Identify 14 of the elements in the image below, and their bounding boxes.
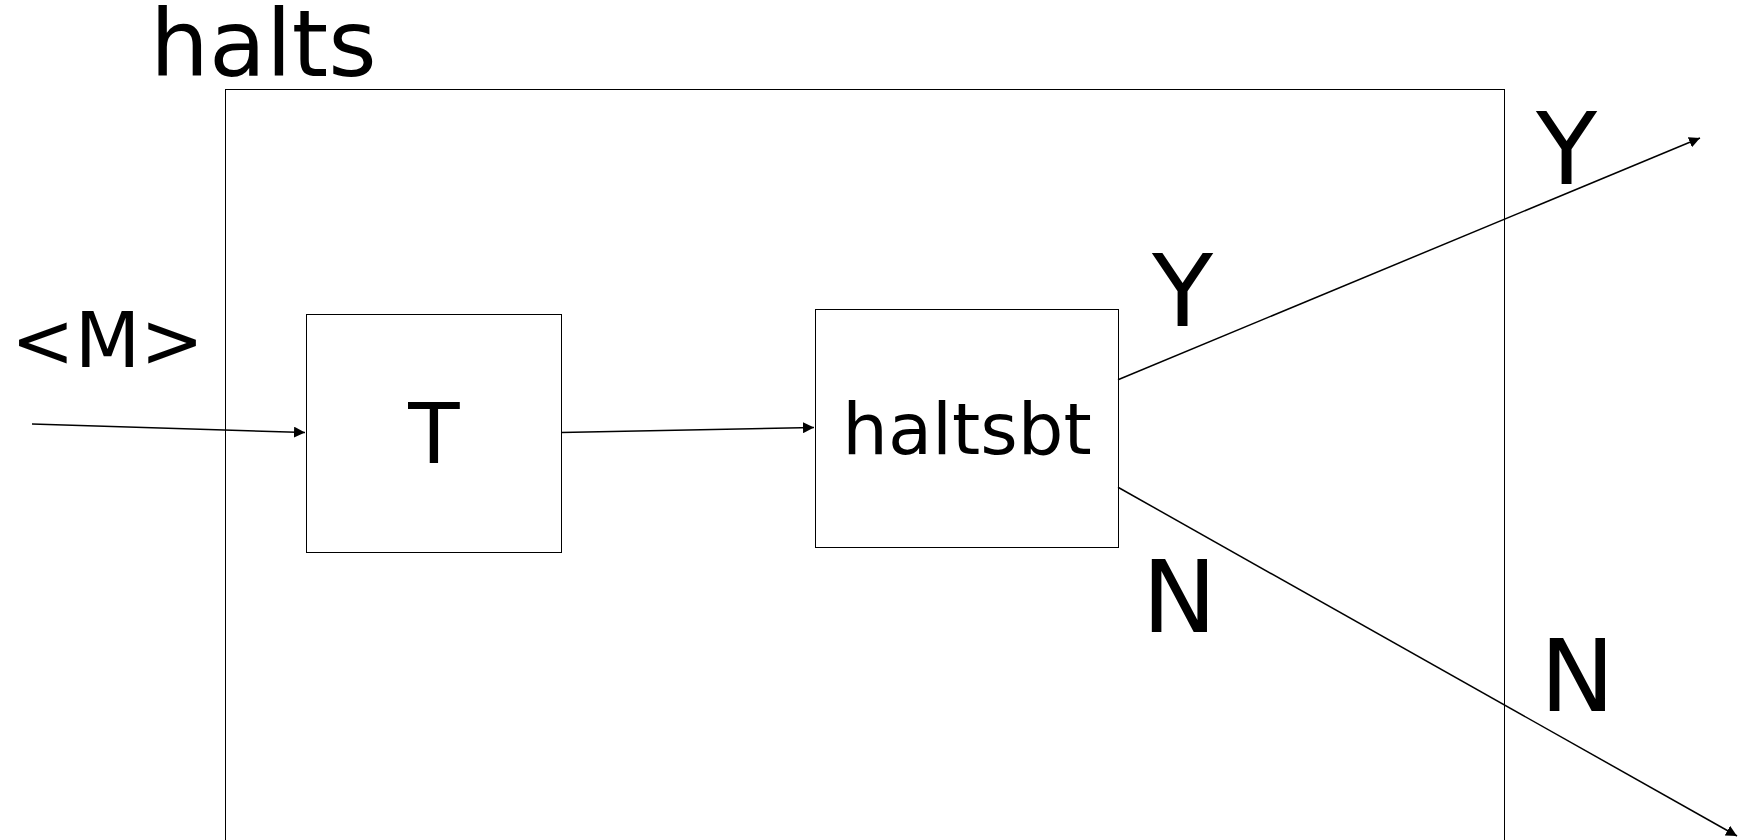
- node-label: T: [408, 391, 460, 476]
- process-box: [306, 314, 562, 553]
- edge-label: Y: [1152, 242, 1214, 342]
- arrow: [560, 422, 815, 434]
- edge-label: <M>: [11, 303, 204, 379]
- container-title: halts: [150, 0, 377, 91]
- edge-label: N: [1142, 548, 1217, 648]
- branch-label: N: [1540, 627, 1615, 727]
- branch-label: Y: [1536, 100, 1598, 200]
- arrow: [31, 423, 306, 438]
- arrow: [1117, 486, 1738, 837]
- arrow: [1117, 137, 1701, 381]
- node-label: haltsbt: [842, 392, 1092, 465]
- process-box: [815, 309, 1119, 548]
